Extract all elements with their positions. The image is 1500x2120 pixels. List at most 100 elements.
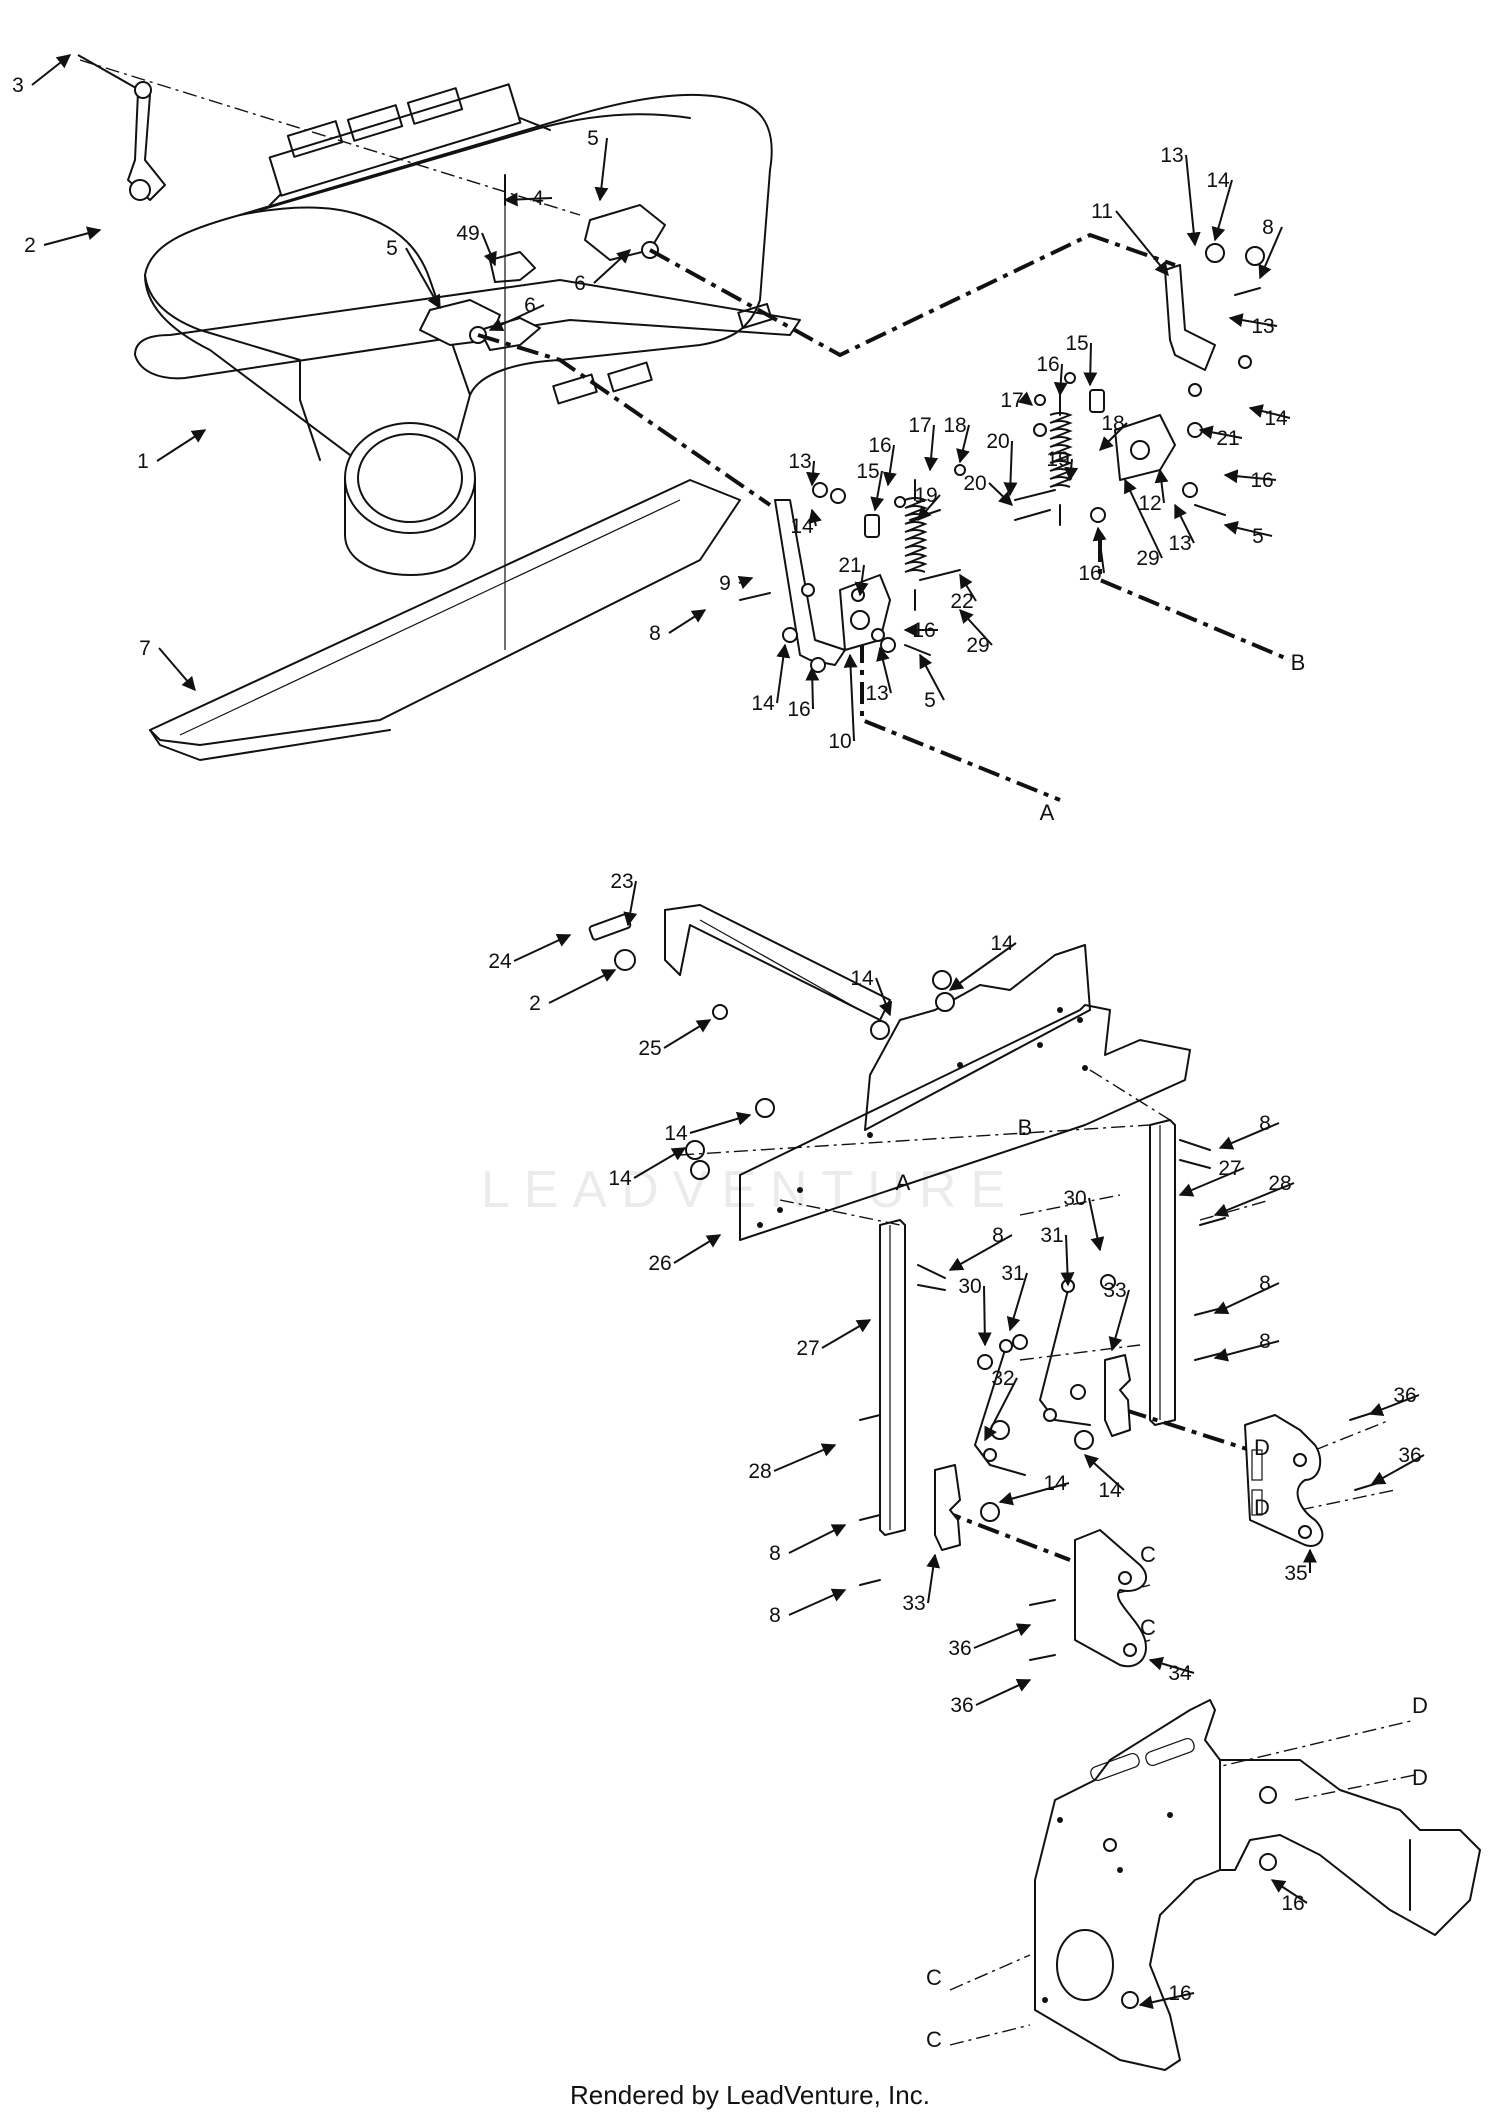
- part-callout-c74: 14: [1098, 1479, 1122, 1502]
- part-callout-c82: 36: [950, 1694, 973, 1717]
- leader-line-c24: [1223, 469, 1277, 484]
- spring-right: [1049, 394, 1073, 526]
- leader-line-c14: [1258, 226, 1283, 280]
- leader-line-c11: [1185, 154, 1201, 247]
- part-callout-c33: 15: [856, 460, 879, 483]
- part-callout-c7: 6: [524, 294, 536, 317]
- part-callout-c8: 6: [574, 272, 586, 295]
- leader-line-c74: [1083, 1454, 1125, 1491]
- connection-lines-upper: [477, 232, 1291, 802]
- part-callout-c48: 10: [828, 730, 851, 753]
- part-callout-c62: 31: [1040, 1224, 1063, 1247]
- leader-line-c9: [156, 429, 207, 462]
- leader-line-c68: [1006, 1272, 1028, 1332]
- front-cross-bar: [664, 904, 1191, 1241]
- baffle-plate: [149, 479, 741, 761]
- leader-line-c54: [875, 977, 893, 1017]
- part-callout-c73: 28: [748, 1460, 771, 1483]
- leader-line-c25: [1154, 468, 1169, 504]
- reference-letter-r3: B: [1018, 1115, 1033, 1140]
- part-callout-c80: 36: [948, 1637, 971, 1660]
- leader-line-c40: [668, 609, 707, 634]
- frame-side-plate: [1034, 1699, 1481, 2071]
- part-callout-c20: 19: [1046, 448, 1069, 471]
- part-callout-c60: 26: [648, 1252, 671, 1275]
- part-callout-c84: 16: [1168, 1982, 1191, 2005]
- leader-line-c27: [1174, 503, 1195, 544]
- reference-letter-r6: D: [1254, 1495, 1270, 1520]
- reference-letter-r5: D: [1254, 1435, 1270, 1460]
- reference-letter-r9: D: [1412, 1693, 1428, 1718]
- right-hanger-bracket: [1114, 264, 1216, 481]
- leader-line-c76: [788, 1524, 847, 1554]
- leader-line-c52: [663, 1019, 712, 1049]
- part-callout-c77: 8: [769, 1604, 781, 1627]
- reference-letter-r12: C: [926, 2027, 942, 2052]
- part-callout-c5: 49: [456, 222, 479, 245]
- part-callout-c28: 5: [1252, 525, 1264, 548]
- leader-line-c58: [1178, 1167, 1245, 1197]
- part-callout-c64: 8: [1259, 1330, 1271, 1353]
- part-callout-c31: 13: [788, 450, 811, 473]
- leader-line-c60: [673, 1234, 722, 1264]
- leader-line-c5: [481, 232, 497, 267]
- leader-line-c59: [1213, 1182, 1295, 1217]
- leader-line-c30: [1092, 526, 1107, 574]
- part-callout-c21: 20: [986, 430, 1009, 453]
- leader-line-c17: [1083, 342, 1098, 387]
- part-callout-c13: 11: [1091, 200, 1113, 223]
- leader-line-c2: [43, 226, 102, 246]
- part-callout-c17: 15: [1065, 332, 1088, 355]
- leader-line-c8: [593, 249, 632, 284]
- reference-letter-r11: C: [926, 1965, 942, 1990]
- leader-line-c7: [488, 304, 545, 332]
- part-callout-c14: 8: [1262, 216, 1274, 239]
- part-callout-c11: 13: [1160, 144, 1183, 167]
- part-callout-c30: 16: [1078, 562, 1101, 585]
- part-callout-c45: 5: [924, 689, 936, 712]
- leader-line-c34: [924, 424, 939, 472]
- leader-line-c37: [917, 494, 941, 522]
- part-callout-c41: 9: [719, 572, 731, 595]
- leader-line-c80: [973, 1623, 1032, 1649]
- leader-line-c62: [1060, 1234, 1075, 1287]
- part-callout-c75: 14: [1043, 1472, 1067, 1495]
- part-callout-c1: 3: [12, 74, 24, 97]
- reference-letter-r7: C: [1140, 1542, 1156, 1567]
- leader-line-c81: [1148, 1656, 1195, 1674]
- leader-line-c57: [1218, 1122, 1280, 1150]
- leader-line-c65: [948, 1234, 1013, 1271]
- leader-line-c29: [1124, 478, 1163, 559]
- leader-line-c41: [737, 575, 754, 590]
- leader-line-c19: [1099, 422, 1128, 451]
- part-callout-c66: 27: [796, 1337, 819, 1360]
- part-callout-c24: 16: [1250, 469, 1273, 492]
- leader-line-c47: [805, 666, 820, 710]
- part-callout-c65: 8: [992, 1224, 1004, 1247]
- leader-line-c13: [1115, 210, 1169, 277]
- part-callout-c67: 30: [958, 1275, 981, 1298]
- leader-line-c84: [1138, 1992, 1195, 2010]
- part-callout-c27: 13: [1168, 532, 1191, 555]
- leader-line-c43: [959, 608, 993, 646]
- height-lever: [77, 54, 166, 201]
- part-callout-c18: 17: [1000, 389, 1023, 412]
- leader-line-c28: [1223, 521, 1273, 537]
- leader-line-c16: [1053, 363, 1068, 397]
- part-callout-c3: 4: [532, 187, 544, 210]
- post-left: [879, 1219, 906, 1536]
- part-callout-c76: 8: [769, 1542, 781, 1565]
- leader-line-c83: [1270, 1879, 1308, 1904]
- part-callout-c15: 13: [1251, 315, 1274, 338]
- part-callout-c57: 8: [1259, 1112, 1271, 1135]
- bracket-35: [1244, 1414, 1324, 1547]
- leader-line-c36: [808, 508, 822, 527]
- part-callout-c63: 8: [1259, 1272, 1271, 1295]
- part-callout-c47: 16: [787, 698, 810, 721]
- part-callout-c79: 35: [1284, 1562, 1307, 1585]
- reference-letter-r2: B: [1291, 650, 1306, 675]
- leader-line-c20: [1064, 458, 1079, 482]
- leader-line-c48: [843, 653, 858, 742]
